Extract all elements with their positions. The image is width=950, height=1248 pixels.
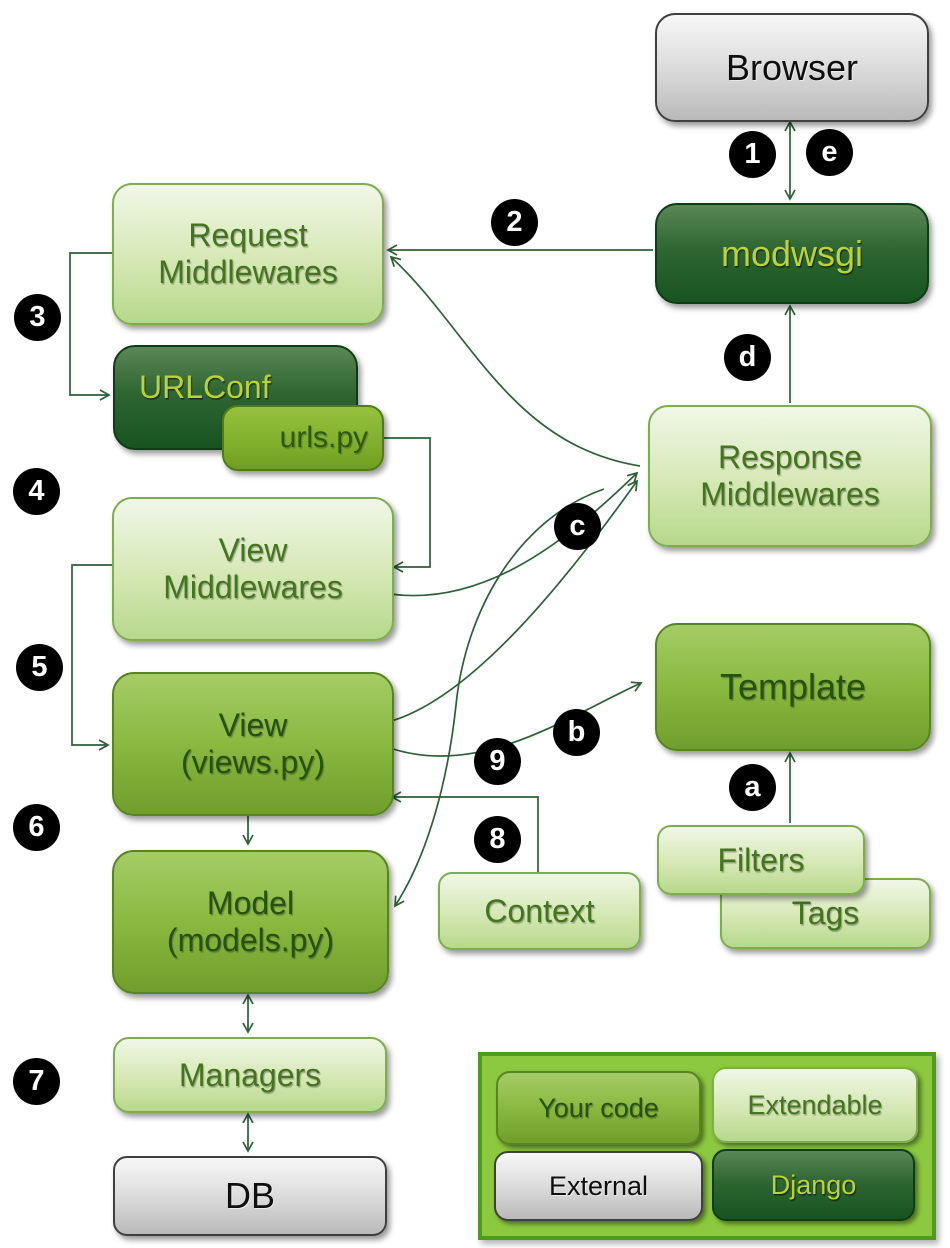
badge-step-3: 3: [14, 294, 61, 341]
node-view-middlewares: View Middlewares: [112, 497, 394, 641]
badge-step-6: 6: [13, 804, 60, 851]
badge-step-9: 9: [474, 738, 521, 785]
node-modwsgi: modwsgi: [655, 203, 929, 304]
badge-step-8: 8: [474, 816, 521, 863]
node-view: View (views.py): [112, 672, 394, 816]
arrow-requestmw-urlconf: [69, 252, 112, 401]
node-model: Model (models.py): [112, 850, 389, 994]
legend-django: Django: [712, 1149, 915, 1221]
badge-step-7: 7: [13, 1058, 60, 1105]
arrow-viewmw-responsemw: [389, 471, 639, 597]
badge-step-5: 5: [16, 644, 63, 691]
legend-your-code: Your code: [496, 1071, 701, 1145]
legend: Your code Extendable External Django: [478, 1052, 936, 1240]
node-browser: Browser: [655, 13, 929, 122]
legend-external: External: [494, 1151, 703, 1221]
badge-step-e: e: [806, 129, 853, 176]
node-context: Context: [438, 872, 641, 950]
node-request-middlewares: Request Middlewares: [112, 183, 384, 325]
arrow-view-responsemw: [387, 479, 639, 723]
arrow-responsemw-requestmw: [389, 255, 641, 467]
node-filters: Filters: [657, 825, 865, 895]
badge-step-1: 1: [729, 131, 776, 178]
badge-step-b: b: [553, 709, 600, 756]
arrow-urlspy-viewmw: [384, 437, 431, 573]
badge-step-a: a: [729, 764, 776, 811]
node-response-middlewares: Response Middlewares: [648, 405, 932, 547]
badge-step-c: c: [554, 503, 601, 550]
badge-step-d: d: [724, 334, 771, 381]
badge-step-2: 2: [491, 199, 538, 246]
node-managers: Managers: [113, 1037, 387, 1113]
arrow-context-model: [394, 488, 605, 908]
node-template: Template: [655, 623, 931, 751]
node-db: DB: [113, 1156, 387, 1236]
arrow-view-template: [389, 681, 643, 757]
node-urls-py: urls.py: [222, 405, 384, 471]
arrow-viewmw-view: [71, 564, 112, 751]
legend-extendable: Extendable: [712, 1067, 918, 1143]
arrow-context-view: [390, 791, 539, 874]
badge-step-4: 4: [13, 468, 60, 515]
